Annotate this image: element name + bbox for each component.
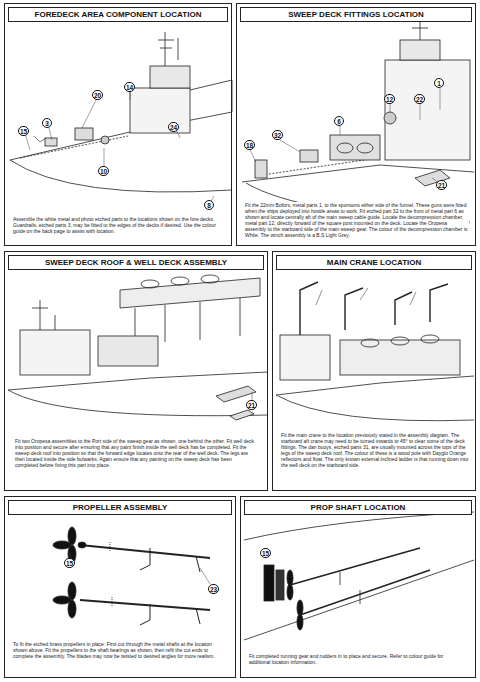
panel-heading: FOREDECK AREA COMPONENT LOCATION	[8, 7, 228, 22]
callout-number: 22	[414, 94, 425, 104]
panel-heading: MAIN CRANE LOCATION	[276, 255, 472, 270]
instruction-note: Fit two Oropesa assemblies to the Port s…	[15, 438, 255, 468]
callout-number: 6	[334, 116, 344, 126]
callout-number: 10	[98, 166, 109, 176]
instruction-note: Assemble the white metal and photo etche…	[13, 216, 223, 234]
instruction-note: To fit the etched brass propellers in pl…	[13, 641, 227, 659]
instruction-panel: MAIN CRANE LOCATION Fit the main crane to…	[272, 251, 476, 491]
callout-number: 15	[18, 126, 29, 136]
instruction-note: Fit the main crane to the location previ…	[281, 432, 469, 468]
callout-number: 1	[434, 78, 444, 88]
callout-number: 8	[204, 200, 214, 210]
callout-number: 14	[124, 82, 135, 92]
callout-number: 24	[168, 122, 179, 132]
callout-number: 21	[436, 180, 447, 190]
callout-number: 32	[272, 130, 283, 140]
panel-heading: PROPELLER ASSEMBLY	[8, 500, 232, 515]
instruction-panel: PROP SHAFT LOCATION Fit completed running…	[240, 496, 476, 678]
instruction-panel: FOREDECK AREA COMPONENT LOCATION Assemble…	[4, 3, 232, 246]
instruction-note: Fit the 22mm Bofors, metal parts 1, to t…	[245, 202, 469, 238]
callout-number: 15	[260, 548, 271, 558]
callout-number: 18	[244, 140, 255, 150]
callout-number: 15	[64, 558, 75, 568]
callout-number: 3	[42, 118, 52, 128]
instruction-panel: PROPELLER ASSEMBLY To fit the etched bras…	[4, 496, 236, 678]
panel-heading: SWEEP DECK FITTINGS LOCATION	[240, 7, 472, 22]
panel-heading: SWEEP DECK ROOF & WELL DECK ASSEMBLY	[8, 255, 264, 270]
callout-number: 21	[246, 400, 257, 410]
instruction-panel: SWEEP DECK FITTINGS LOCATION Fit the 22mm…	[236, 3, 476, 246]
callout-number: 23	[208, 584, 219, 594]
callout-number: 20	[92, 90, 103, 100]
panel-heading: PROP SHAFT LOCATION	[244, 500, 472, 515]
callout-number: 12	[384, 94, 395, 104]
instruction-panel: SWEEP DECK ROOF & WELL DECK ASSEMBLY Fit …	[4, 251, 268, 491]
instruction-note: Fit completed running gear and rudders i…	[249, 653, 465, 665]
